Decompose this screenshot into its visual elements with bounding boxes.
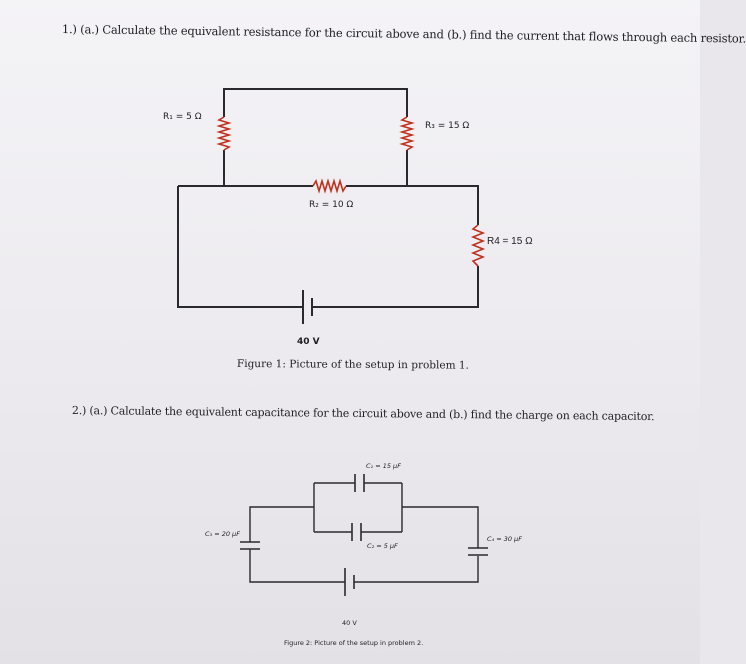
capacitor-circuit-diagram [240, 474, 488, 596]
wire-main-left [177, 186, 303, 308]
wire-c4-top [402, 506, 479, 544]
label-c1: C₁ = 15 μF [366, 462, 401, 470]
wire-main-right [312, 266, 479, 308]
resistor-r2-zigzag [312, 178, 347, 194]
label-r2: R₂ = 10 Ω [309, 200, 354, 210]
resistor-circuit-diagram [177, 88, 486, 324]
voltage-label-1: 40 V [297, 337, 320, 347]
label-c3: C₃ = 20 μF [205, 530, 240, 538]
resistor-r1-zigzag [216, 116, 232, 151]
resistor-r3-zigzag [399, 116, 415, 151]
wire-main-top-right [346, 185, 479, 225]
label-r4: R4 = 15 Ω [487, 236, 533, 247]
wire-c4-bottom [354, 556, 479, 583]
wire-top-loop [223, 88, 408, 117]
label-c2: C₂ = 5 μF [367, 542, 398, 550]
wire-c3-top [249, 506, 314, 542]
voltage-label-2: 40 V [342, 619, 357, 627]
wire-c3-bottom [249, 556, 345, 583]
label-r3: R₃ = 15 Ω [425, 121, 470, 131]
label-c4: C₄ = 30 μF [487, 535, 522, 543]
figure-2-caption: Figure 2: Picture of the setup in proble… [284, 639, 424, 647]
resistor-r4-zigzag [470, 224, 486, 267]
label-r1: R₁ = 5 Ω [163, 112, 202, 122]
